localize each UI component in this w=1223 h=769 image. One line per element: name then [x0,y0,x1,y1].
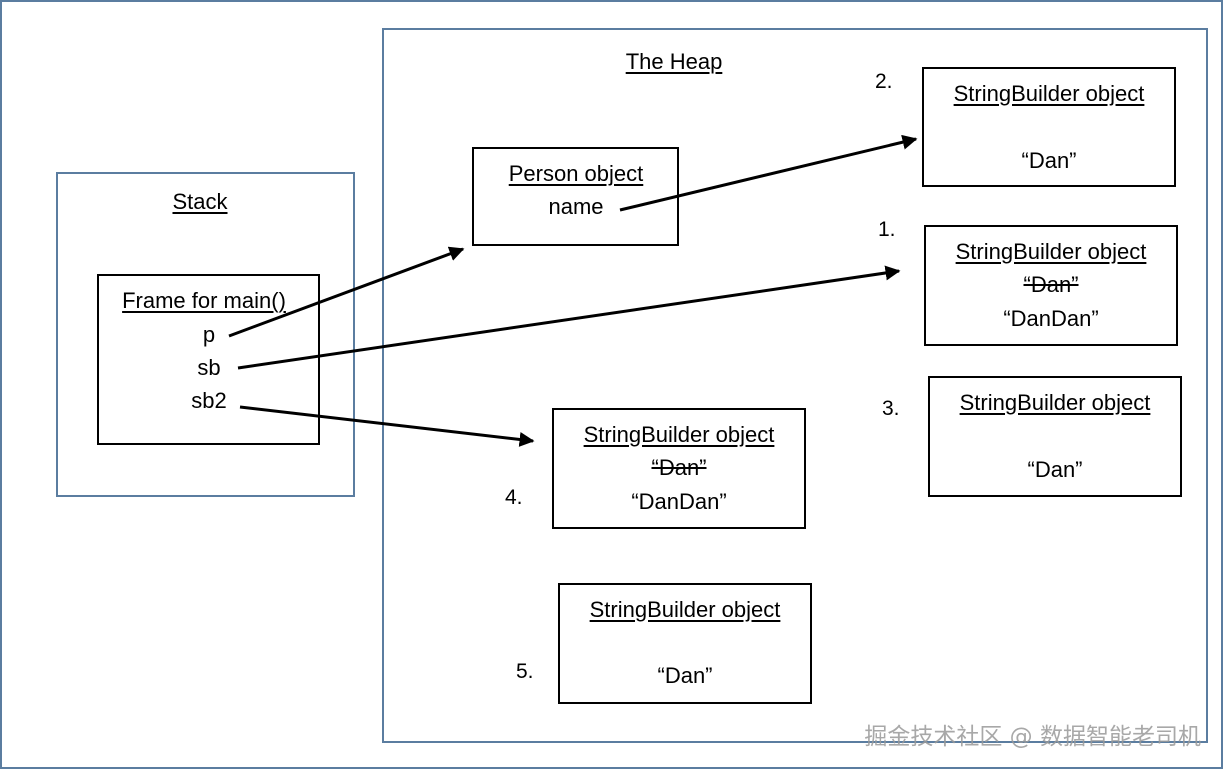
object-3-title: StringBuilder object [959,390,1151,415]
object-2-value: “Dan” [1021,148,1077,173]
person-object-box [472,147,679,246]
watermark: 掘金技术社区 @ 数据智能老司机 [864,724,1201,750]
stack-title: Stack [172,189,228,214]
person-name-field: name [548,194,604,219]
stack-region [56,172,355,497]
object-4-old-value: “Dan” [651,455,707,480]
var-sb: sb [197,355,221,380]
arrow-name-to-object-2 [619,134,918,212]
main-frame-box [97,274,320,445]
object-5-value: “Dan” [657,663,713,688]
object-1-value: “DanDan” [1003,306,1099,331]
object-4-number: 4. [505,486,523,509]
arrow-p-to-person [228,246,465,338]
stringbuilder-object-3 [928,376,1182,497]
object-3-value: “Dan” [1027,457,1083,482]
var-sb2: sb2 [191,388,227,413]
arrow-sb-to-object-1 [237,265,901,370]
arrow-sb2-to-object-4 [239,405,535,447]
object-5-number: 5. [516,660,534,683]
main-frame-title: Frame for main() [122,288,286,313]
object-3-number: 3. [882,397,900,420]
object-4-value: “DanDan” [631,489,727,514]
heap-title: The Heap [625,49,723,74]
object-5-title: StringBuilder object [589,597,781,622]
object-1-old-value: “Dan” [1023,272,1079,297]
object-1-number: 1. [878,218,896,241]
person-object-title: Person object [508,161,644,186]
stringbuilder-object-2 [922,67,1176,187]
stringbuilder-object-4 [552,408,806,529]
stringbuilder-object-5 [558,583,812,704]
heap-region [382,28,1208,743]
object-1-title: StringBuilder object [955,239,1147,264]
object-2-title: StringBuilder object [953,81,1145,106]
stringbuilder-object-1 [924,225,1178,346]
var-p: p [202,322,216,347]
object-4-title: StringBuilder object [583,422,775,447]
object-2-number: 2. [875,70,893,93]
